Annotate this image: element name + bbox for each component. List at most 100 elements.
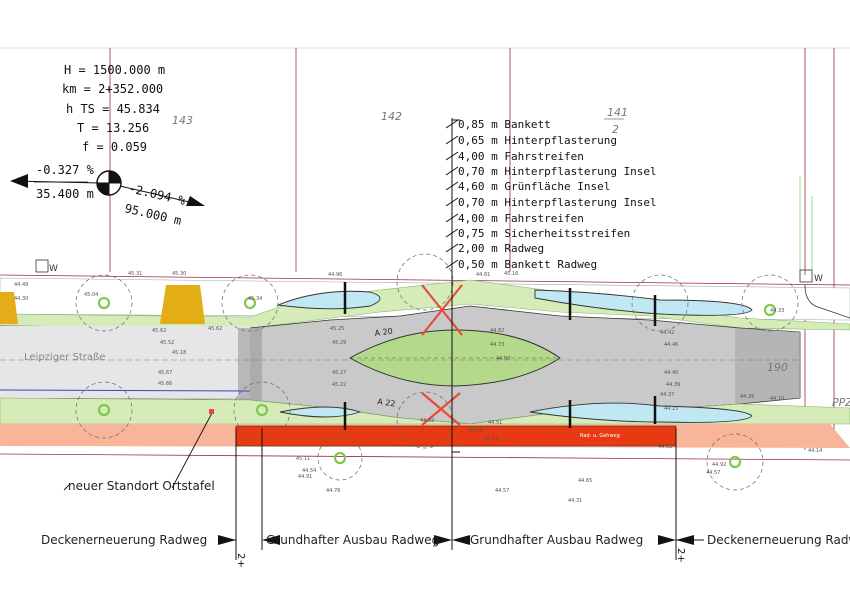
section-labels: Deckenerneuerung Radweg Grundhafter Ausb… [41, 533, 850, 547]
w-marks: W W [35, 259, 823, 284]
gradient-marker: -0.327 % 35.400 m -2.094 % 95.000 m [10, 163, 205, 228]
w-mark-left: W [49, 264, 58, 274]
spot-height: 45.12 [484, 436, 498, 442]
spot-height: 45.62 [208, 326, 222, 332]
hatch-left [238, 328, 262, 400]
left-length: 35.400 m [36, 187, 94, 201]
cross-section-labels: 0,85 m Bankett 0,65 m Hinterpflasterung … [458, 118, 657, 271]
param-f: f = 0.059 [82, 140, 147, 154]
spot-height: 44.92 [712, 462, 726, 468]
radius-label-2: A 22 [377, 397, 396, 408]
spot-height: 44.14 [808, 448, 822, 454]
spot-height: 44.61 [658, 444, 672, 450]
spot-height: 45.22 [332, 382, 346, 388]
left-slope: -0.327 % [36, 163, 95, 177]
radius-label-1: A 20 [374, 327, 393, 338]
parcel-141: 141 [607, 106, 628, 119]
parcel-143: 143 [172, 114, 193, 127]
section-line-1: 0,85 m Bankett [458, 118, 551, 131]
tree-trunks [97, 296, 777, 469]
spot-height: 44.82 [490, 328, 504, 334]
street-name: Leipziger Straße [24, 352, 105, 363]
parcel-142: 142 [381, 110, 402, 123]
spot-height: 44.15 [664, 406, 678, 412]
spot-height: 44.96 [328, 272, 342, 278]
section-line-3: 4,00 m Fahrstreifen [458, 150, 584, 163]
spot-height: 44.57 [706, 470, 720, 476]
section-right: Deckenerneuerung Radweg [707, 533, 850, 547]
spot-height: 44.49 [14, 282, 28, 288]
section-center-right: Grundhafter Ausbau Radweg [470, 533, 643, 547]
yellow-block-mid [160, 285, 205, 324]
hatch-right [735, 328, 800, 404]
section-axis [451, 118, 460, 460]
parcel-2: 2 [612, 123, 619, 136]
bike-note: Rad- u. Gehweg [580, 433, 620, 439]
spot-height: 44.65 [578, 478, 592, 484]
spot-height: 44.54 [302, 468, 316, 474]
removal-marks [421, 284, 463, 426]
section-line-5: 4,60 m Grünfläche Insel [458, 180, 610, 193]
section-line-7: 4,00 m Fahrstreifen [458, 212, 584, 225]
yellow-block-left [0, 292, 18, 324]
spot-height: 45.62 [152, 328, 166, 334]
spot-height: 44.50 [496, 356, 510, 362]
sign-dot [209, 409, 214, 414]
spot-height: 45.31 [128, 271, 142, 277]
w-mark-right: W [814, 274, 823, 284]
pools [276, 289, 753, 423]
spot-height: 44.78 [326, 488, 340, 494]
section-line-4: 0,70 m Hinterpflasterung Insel [458, 165, 657, 178]
crossing-marks [343, 282, 657, 430]
spot-height: 44.39 [666, 382, 680, 388]
spot-height: 45.52 [160, 340, 174, 346]
gradient-arrow-left [10, 174, 28, 188]
spot-height: 44.73 [490, 342, 504, 348]
green-strip-upper [0, 279, 850, 331]
extent-arrows [218, 535, 694, 545]
sign-leader [171, 412, 213, 489]
spot-height: 44.52 [420, 418, 434, 424]
section-ticks [445, 119, 459, 269]
spot-height: 44.81 [476, 272, 490, 278]
param-h: H = 1500.000 m [64, 63, 165, 77]
parcel-ppz: PPZ [832, 396, 850, 409]
spot-height: 44.46 [664, 342, 678, 348]
blue-line [0, 389, 251, 392]
station-mark-left: 2+ [235, 553, 246, 568]
spot-height: 45.30 [172, 271, 186, 277]
spot-height: 44.37 [660, 392, 674, 398]
spot-height: 45.27 [332, 370, 346, 376]
spot-height: 44.91 [298, 474, 312, 480]
sign-note: neuer Standort Ortstafel [68, 479, 215, 493]
section-line-6: 0,70 m Hinterpflasterung Insel [458, 196, 657, 209]
spot-height: 44.42 [660, 330, 674, 336]
spot-height: 45.67 [158, 370, 172, 376]
spot-height: 44.40 [664, 370, 678, 376]
alignment-params: H = 1500.000 m km = 2+352.000 h TS = 45.… [62, 63, 165, 154]
spot-height: 44.35 [740, 394, 754, 400]
spot-height: 45.11 [296, 456, 310, 462]
ne-road-curve [804, 285, 850, 319]
parcel-numbers: 143 142 141 2 190 PPZ [172, 106, 850, 409]
station-mark-right: 2+ [675, 548, 686, 563]
spot-height: 45.04 [84, 292, 98, 298]
spot-height: 45.18 [172, 350, 186, 356]
section-line-2: 0,65 m Hinterpflasterung [458, 134, 617, 147]
spot-height: 44.33 [770, 308, 784, 314]
spot-height: 45.29 [332, 340, 346, 346]
spot-height: 44.51 [468, 428, 482, 434]
spot-height: 44.30 [14, 296, 28, 302]
parcel-lines [0, 47, 850, 461]
leipziger-road-tint [0, 326, 250, 398]
section-left: Deckenerneuerung Radweg [41, 533, 207, 547]
param-hts: h TS = 45.834 [66, 102, 160, 116]
spot-height: 44.51 [488, 420, 502, 426]
spot-heights: 45.31 45.30 44.96 44.81 45.16 44.49 44.30 45.04… [14, 271, 822, 504]
spot-height: 45.16 [504, 271, 518, 277]
param-km: km = 2+352.000 [62, 82, 163, 96]
gradient-arrow-right [186, 196, 205, 206]
spot-height: 45.34 [248, 296, 262, 302]
ne-vegetation-lines [799, 176, 813, 276]
